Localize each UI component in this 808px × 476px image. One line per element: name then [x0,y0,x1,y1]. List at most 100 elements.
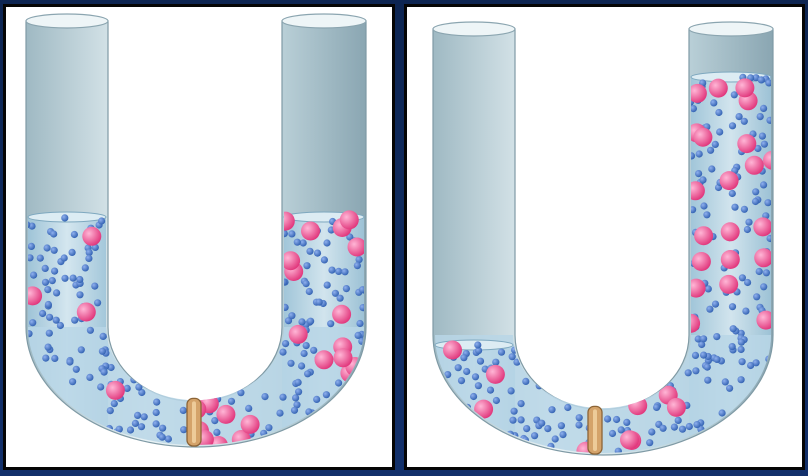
solvent-particle [245,405,252,412]
solvent-particle [700,202,707,209]
solvent-particle [153,420,160,427]
solvent-particle [744,226,751,233]
solvent-particle [298,318,305,325]
solvent-particle [559,431,566,438]
solvent-particle [715,109,722,116]
solvent-particle [356,320,363,327]
solvent-particle [101,369,108,376]
solvent-particle [738,339,745,346]
solvent-particle [744,279,751,286]
solvent-particle [343,285,350,292]
solvent-particle [738,346,745,353]
solvent-particle [279,394,286,401]
panel-after [404,4,805,470]
solvent-particle [45,301,52,308]
solvent-particle [646,439,653,446]
u-tube-diagram-before [6,7,392,467]
solvent-particle [97,383,104,390]
solvent-particle [552,435,559,442]
solvent-particle [700,335,707,342]
solute-particle [721,250,740,269]
solvent-particle [759,133,766,140]
solvent-particle [73,366,80,373]
solute-particle [241,415,260,434]
solvent-particle [613,416,620,423]
solvent-particle [61,275,68,282]
solvent-particle [708,165,715,172]
solvent-particle [324,282,331,289]
solvent-particle [693,421,700,428]
solvent-particle [132,420,139,427]
tube-mouth-right [282,14,366,28]
solvent-particle [692,367,699,374]
solvent-particle [753,293,760,300]
solvent-particle [61,214,68,221]
solvent-particle [695,170,702,177]
solvent-particle [53,317,60,324]
solvent-particle [39,310,46,317]
solute-particle [692,252,711,271]
solvent-particle [153,399,160,406]
solvent-particle [758,76,765,83]
solvent-particle [707,147,714,154]
solvent-particle [265,424,272,431]
solvent-particle [159,425,166,432]
solvent-particle [288,230,295,237]
solute-particle [719,275,738,294]
solvent-particle [700,352,707,359]
solute-particle [301,222,320,241]
solvent-particle [760,105,767,112]
solvent-particle [548,406,555,413]
solvent-particle [295,379,302,386]
solvent-particle [761,141,768,148]
solvent-particle [30,272,37,279]
solvent-particle [764,199,771,206]
solvent-particle [86,374,93,381]
solvent-particle [42,265,49,272]
solvent-particle [531,432,538,439]
solvent-particle [310,347,317,354]
solute-particle [334,348,353,367]
solute-particle [348,238,367,257]
solvent-particle [337,295,344,302]
solvent-particle [301,350,308,357]
solvent-particle [165,435,172,442]
solvent-particle [29,319,36,326]
solvent-particle [741,206,748,213]
solute-particle [709,79,728,98]
solute-particle [754,248,773,267]
solvent-particle [509,417,516,424]
solvent-particle [37,255,44,262]
solvent-particle [45,344,52,351]
solvent-particle [487,387,494,394]
solvent-particle [328,267,335,274]
solvent-particle [522,378,529,385]
solvent-particle [729,343,736,350]
tube-mouth-right [689,22,773,36]
solvent-particle [704,364,711,371]
solvent-particle [713,333,720,340]
solvent-particle [729,303,736,310]
solvent-particle [335,379,342,386]
solvent-particle [46,330,53,337]
solvent-particle [523,425,530,432]
solvent-particle [653,404,660,411]
solute-particle [315,350,334,369]
solvent-particle [69,378,76,385]
solvent-particle [558,422,565,429]
solvent-particle [70,275,77,282]
solvent-particle [306,288,313,295]
solvent-particle [49,277,56,284]
solvent-particle [703,211,710,218]
solvent-particle [730,325,737,332]
solute-particle [737,134,756,153]
solvent-particle [138,423,145,430]
solute-particle [216,405,235,424]
solvent-particle [509,353,516,360]
solvent-particle [752,198,759,205]
solvent-particle [53,289,60,296]
solvent-particle [298,362,305,369]
solvent-particle [712,141,719,148]
solvent-particle [42,355,49,362]
solvent-particle [76,291,83,298]
